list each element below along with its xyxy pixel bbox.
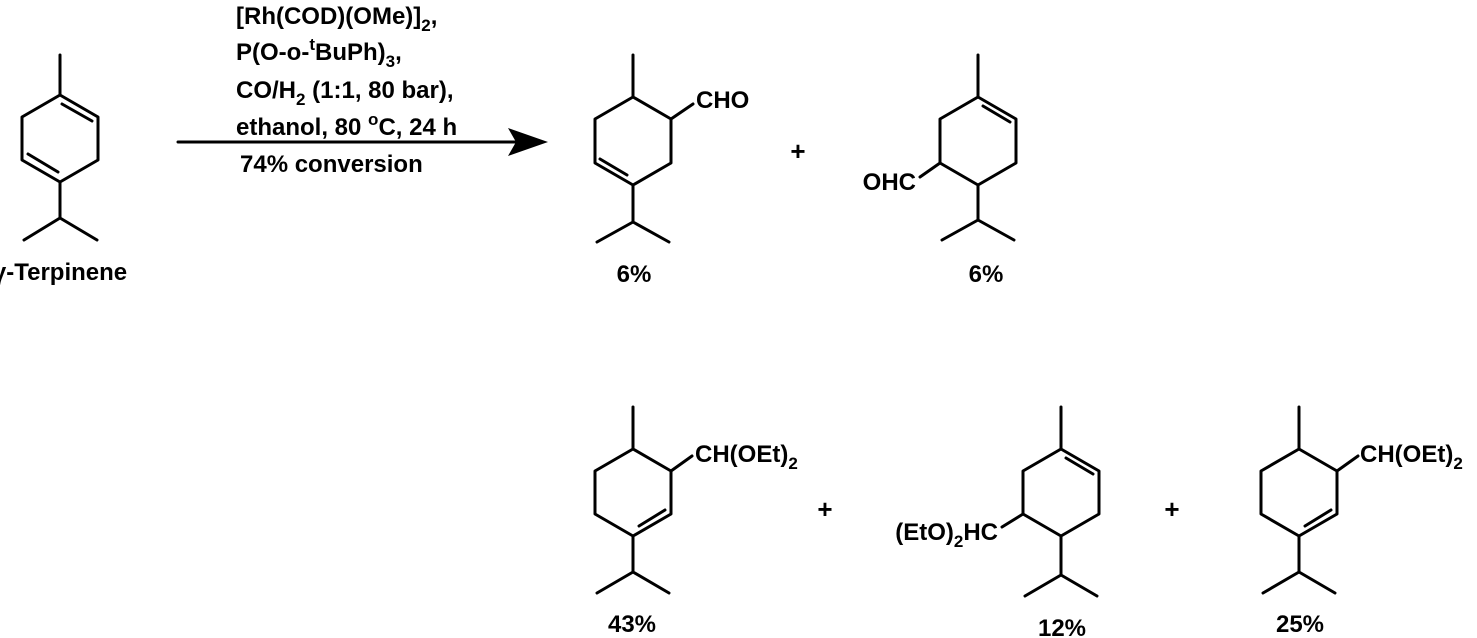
acetal-bond bbox=[1335, 454, 1360, 473]
isopropyl-bonds bbox=[595, 183, 671, 244]
double-bond bbox=[1303, 508, 1333, 528]
product-acetal-1: CH(OEt)2 43% bbox=[593, 405, 798, 638]
product-acetal-3: CH(OEt)2 25% bbox=[1259, 405, 1463, 638]
double-bond bbox=[981, 104, 1012, 124]
ring-bonds bbox=[1021, 447, 1101, 538]
ring-bonds bbox=[593, 95, 673, 187]
isopropyl-bonds bbox=[595, 534, 671, 595]
reactant-gamma-terpinene: γ-Terpinene bbox=[0, 53, 127, 286]
formyl-bond bbox=[669, 102, 695, 121]
plus-sign: + bbox=[790, 136, 805, 166]
ring-bonds bbox=[20, 93, 100, 184]
double-bond-bottom bbox=[26, 152, 60, 174]
yield-label: 25% bbox=[1276, 611, 1324, 638]
product-acetal-2: (EtO)2HC 12% bbox=[895, 405, 1101, 638]
arrow-head bbox=[508, 128, 548, 156]
condition-solvent-temp-time: ethanol, 80 oC, 24 h bbox=[236, 110, 457, 141]
isopropyl-bonds bbox=[1261, 534, 1337, 595]
reaction-arrow bbox=[176, 128, 548, 156]
condition-conversion: 74% conversion bbox=[240, 151, 423, 178]
condition-catalyst: [Rh(COD)(OMe)]2, bbox=[236, 3, 437, 35]
isopropyl-bonds bbox=[940, 183, 1016, 242]
formyl-group-label: CHO bbox=[696, 87, 749, 114]
double-bond bbox=[598, 157, 629, 177]
acetal-bond bbox=[669, 454, 694, 473]
reactant-name: γ-Terpinene bbox=[0, 259, 127, 286]
double-bond bbox=[1064, 456, 1095, 476]
product-aldehyde-1: CHO 6% bbox=[593, 53, 749, 288]
yield-label: 43% bbox=[608, 611, 656, 638]
product-aldehyde-2: OHC 6% bbox=[863, 53, 1018, 288]
acetal-group-label: (EtO)2HC bbox=[895, 519, 998, 551]
formyl-group-label: OHC bbox=[863, 169, 916, 196]
yield-label: 6% bbox=[969, 261, 1004, 288]
double-bond-top bbox=[60, 102, 94, 123]
ring-bonds bbox=[938, 95, 1018, 187]
yield-label: 6% bbox=[617, 261, 652, 288]
acetal-bond bbox=[1000, 512, 1025, 529]
double-bond bbox=[637, 508, 667, 528]
plus-sign: + bbox=[1164, 494, 1179, 524]
isopropyl-bonds bbox=[1023, 534, 1099, 598]
condition-ligand: P(O-o-tBuPh)3, bbox=[236, 35, 402, 71]
acetal-group-label: CH(OEt)2 bbox=[695, 441, 798, 473]
formyl-bond bbox=[918, 161, 942, 179]
ring-bonds bbox=[593, 447, 673, 538]
yield-label: 12% bbox=[1038, 615, 1086, 638]
reaction-conditions: [Rh(COD)(OMe)]2, P(O-o-tBuPh)3, CO/H2 (1… bbox=[236, 3, 457, 178]
plus-sign: + bbox=[817, 494, 832, 524]
isopropyl-bonds bbox=[22, 180, 99, 242]
acetal-group-label: CH(OEt)2 bbox=[1360, 441, 1463, 473]
ring-bonds bbox=[1259, 447, 1339, 538]
condition-gas: CO/H2 (1:1, 80 bar), bbox=[236, 77, 454, 109]
